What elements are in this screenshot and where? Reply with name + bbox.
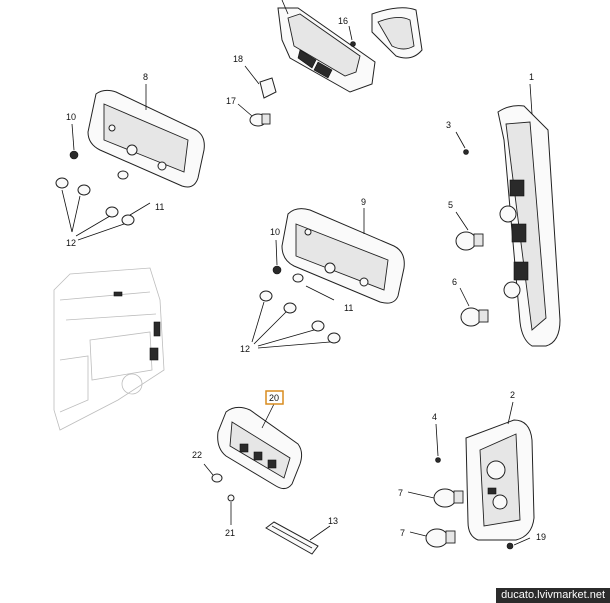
- bulb-17: [237, 103, 271, 127]
- callout-3: 3: [446, 120, 451, 130]
- callout-5: 5: [448, 200, 453, 210]
- van-outline: [53, 267, 165, 431]
- rear-lamp-2: [465, 401, 535, 541]
- screw-19: [506, 537, 531, 550]
- callout-10-middle: 10: [270, 227, 280, 237]
- clip-21: [227, 494, 235, 525]
- screw-16: [348, 25, 356, 47]
- bulbs-left: [55, 170, 151, 241]
- bulb-7-lower: [409, 528, 456, 548]
- plate-lamp-13: [265, 521, 331, 555]
- callout-11-middle: 11: [344, 303, 353, 313]
- callout-7-upper: 7: [398, 488, 403, 498]
- callout-20[interactable]: 20: [269, 393, 279, 403]
- callout-16: 16: [338, 16, 348, 26]
- callout-4: 4: [432, 412, 437, 422]
- vertical-lamp-1: [497, 83, 561, 347]
- callout-11-left: 11: [155, 202, 164, 212]
- screw-3: [455, 131, 469, 155]
- nut-10-middle: [272, 239, 282, 275]
- screw-4: [435, 423, 441, 463]
- rear-lamp-8: [87, 84, 205, 188]
- callout-20-highlight[interactable]: [265, 390, 284, 405]
- callout-18: 18: [233, 54, 243, 64]
- watermark: ducato.lvivmarket.net: [496, 588, 610, 603]
- callout-21: 21: [225, 528, 235, 538]
- callout-17: 17: [226, 96, 236, 106]
- callout-22: 22: [192, 450, 202, 460]
- top-light-assembly: [277, 0, 423, 93]
- callout-12-middle: 12: [240, 344, 250, 354]
- bulbs-middle: [251, 273, 341, 349]
- bulb-7-upper: [407, 488, 464, 508]
- callout-1: 1: [529, 72, 534, 82]
- callout-7-lower: 7: [400, 528, 405, 538]
- callout-9: 9: [361, 197, 366, 207]
- bulb-5: [455, 211, 484, 251]
- rear-lamp-9: [281, 208, 405, 304]
- callout-13: 13: [328, 516, 338, 526]
- callout-19: 19: [536, 532, 546, 542]
- callout-8: 8: [143, 72, 148, 82]
- callout-10-left: 10: [66, 112, 76, 122]
- lamp-20: [217, 403, 303, 490]
- bulb-6: [459, 287, 489, 327]
- callout-6: 6: [452, 277, 457, 287]
- callout-12-left: 12: [66, 238, 76, 248]
- bulb-22: [203, 463, 223, 483]
- nut-10-left: [69, 123, 79, 160]
- socket-18: [244, 65, 277, 99]
- callout-2: 2: [510, 390, 515, 400]
